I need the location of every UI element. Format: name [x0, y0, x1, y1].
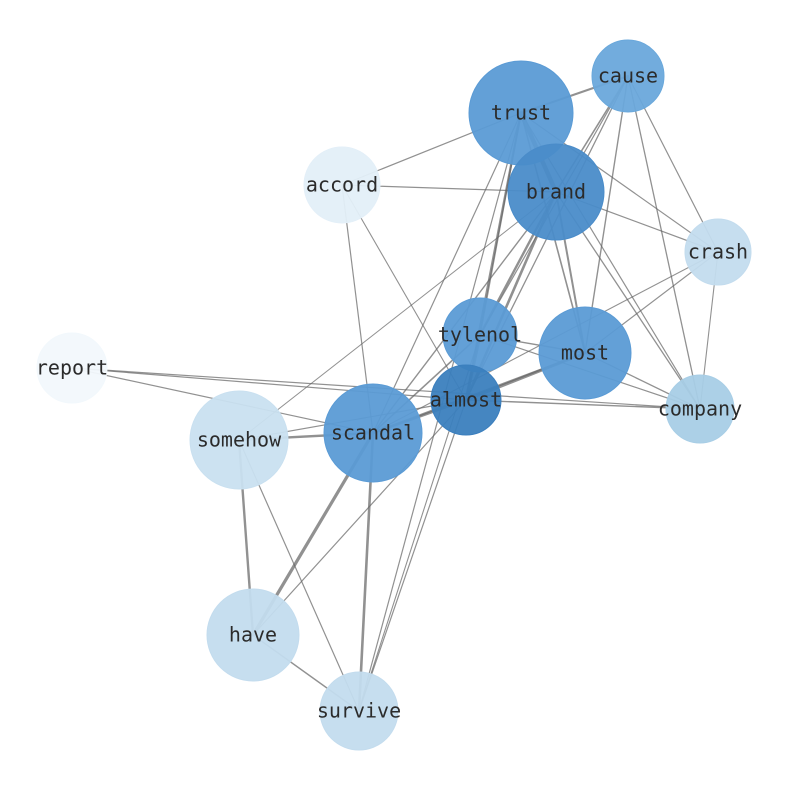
graph-node-brand[interactable]: [507, 143, 605, 241]
graph-node-label-accord: accord: [306, 173, 378, 197]
graph-node-label-trust: trust: [491, 101, 551, 125]
graph-edge: [627, 75, 701, 410]
graph-node-crash[interactable]: [684, 218, 752, 286]
graph-node-label-almost: almost: [430, 388, 502, 412]
graph-edge: [341, 184, 467, 401]
graph-node-label-most: most: [561, 341, 609, 365]
graph-edge: [252, 399, 467, 636]
graph-node-have[interactable]: [206, 588, 300, 682]
graph-node-survive[interactable]: [319, 671, 399, 751]
graph-node-label-survive: survive: [317, 699, 401, 723]
graph-node-label-cause: cause: [598, 64, 658, 88]
graph-node-label-tylenol: tylenol: [438, 323, 522, 347]
labels-layer: trust cause brand accord crash tylenol most alm…: [36, 64, 748, 723]
graph-node-accord[interactable]: [303, 146, 381, 224]
graph-node-label-report: report: [36, 356, 108, 380]
graph-node-report[interactable]: [36, 332, 108, 404]
graph-edge: [372, 112, 522, 434]
graph-node-label-crash: crash: [688, 240, 748, 264]
graph-node-label-have: have: [229, 623, 277, 647]
graph-node-almost[interactable]: [430, 364, 502, 436]
graph-node-somehow[interactable]: [189, 390, 289, 490]
graph-node-label-brand: brand: [526, 180, 586, 204]
graph-node-label-scandal: scandal: [331, 421, 415, 445]
graph-node-label-company: company: [658, 397, 742, 421]
graph-edge: [238, 191, 557, 441]
graph-node-cause[interactable]: [591, 39, 665, 113]
nodes-layer: [36, 39, 752, 751]
graph-edge: [358, 399, 467, 712]
graph-node-label-somehow: somehow: [197, 428, 282, 452]
graph-node-scandal[interactable]: [323, 383, 423, 483]
graph-node-company[interactable]: [665, 374, 735, 444]
graph-edge: [71, 367, 467, 401]
graph-node-most[interactable]: [538, 306, 632, 400]
graph-edge: [465, 399, 701, 410]
graph-edge: [584, 75, 629, 354]
